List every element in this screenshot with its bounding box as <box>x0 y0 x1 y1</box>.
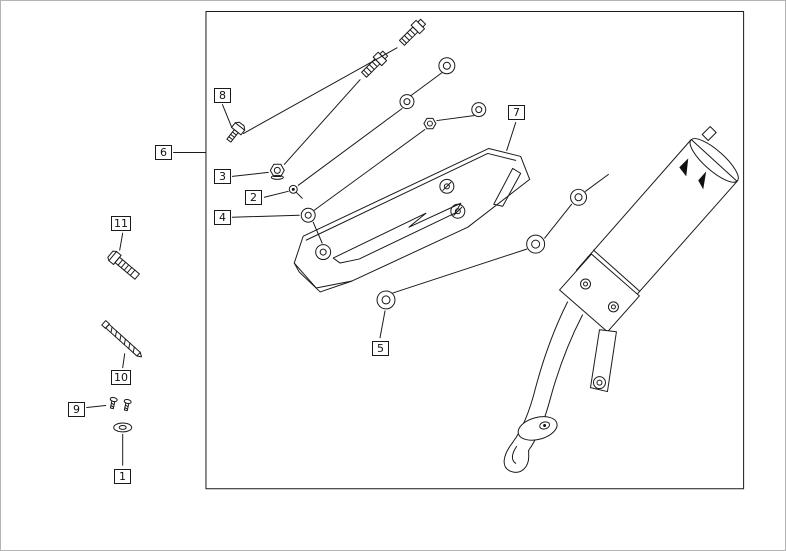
washer-drawing-upper <box>570 188 588 206</box>
washer-drawing-top3 <box>471 102 487 118</box>
muffler-bracket-drawing <box>559 253 640 393</box>
diagram-frame <box>205 10 745 490</box>
hex-bolt-11-drawing <box>107 250 140 280</box>
washer-drawing-top2 <box>399 94 415 110</box>
screw-10-drawing <box>101 320 143 358</box>
washer-1-drawing <box>113 422 133 433</box>
washer-drawing-5 <box>376 290 396 310</box>
small-screw-drawing <box>288 184 303 199</box>
exhaust-pipe-drawing <box>503 301 584 473</box>
bolt-drawing-b <box>361 50 389 78</box>
callout-5[interactable]: 5 <box>372 341 389 356</box>
callout-2[interactable]: 2 <box>245 190 262 205</box>
callout-3[interactable]: 3 <box>214 169 231 184</box>
callout-8[interactable]: 8 <box>214 88 231 103</box>
nut-drawing-top <box>423 117 437 130</box>
flange-nut-drawing <box>269 163 285 180</box>
callout-7[interactable]: 7 <box>508 105 525 120</box>
stud-drawing <box>226 121 246 143</box>
callout-leader-lines <box>86 104 517 466</box>
screw-9a-drawing <box>109 396 118 410</box>
callout-10[interactable]: 10 <box>111 370 131 385</box>
callout-1[interactable]: 1 <box>114 469 131 484</box>
heat-shield-drawing <box>293 147 531 293</box>
washer-drawing-mid <box>526 234 546 254</box>
bolt-drawing-a <box>398 18 427 46</box>
callout-6[interactable]: 6 <box>155 145 172 160</box>
washer-drawing-top1 <box>438 57 456 75</box>
callout-4[interactable]: 4 <box>214 210 231 225</box>
assembly-axis-lines <box>242 47 609 294</box>
callout-9[interactable]: 9 <box>68 402 85 417</box>
callout-11[interactable]: 11 <box>111 216 131 231</box>
flange-drawing <box>517 416 558 441</box>
washer-drawing-4 <box>300 207 316 223</box>
screw-9b-drawing <box>123 398 132 412</box>
